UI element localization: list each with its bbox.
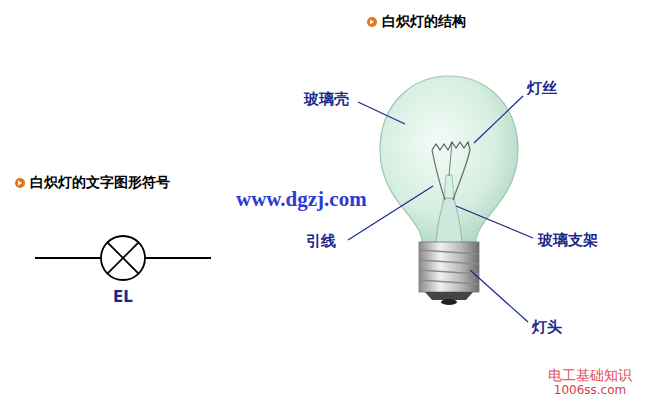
leader-lines [348, 96, 533, 322]
watermark: 电工基础知识 [548, 367, 632, 384]
watermark: www.dgzj.com [236, 187, 367, 212]
part-label: 灯头 [532, 318, 562, 336]
lamp-symbol [35, 236, 211, 280]
watermark: 1006ss.com [554, 383, 627, 397]
bullet-icon [15, 178, 25, 188]
symbol-letter: EL [113, 288, 133, 306]
part-label: 玻璃支架 [538, 231, 598, 249]
part-label: 灯丝 [527, 79, 557, 97]
bulb-illustration [380, 76, 518, 305]
part-label: 玻璃壳 [304, 90, 349, 108]
section-heading: 白炽灯的文字图形符号 [30, 174, 170, 191]
part-label: 引线 [306, 232, 336, 250]
bullet-icon [367, 17, 377, 27]
section-heading: 白炽灯的结构 [382, 13, 466, 30]
